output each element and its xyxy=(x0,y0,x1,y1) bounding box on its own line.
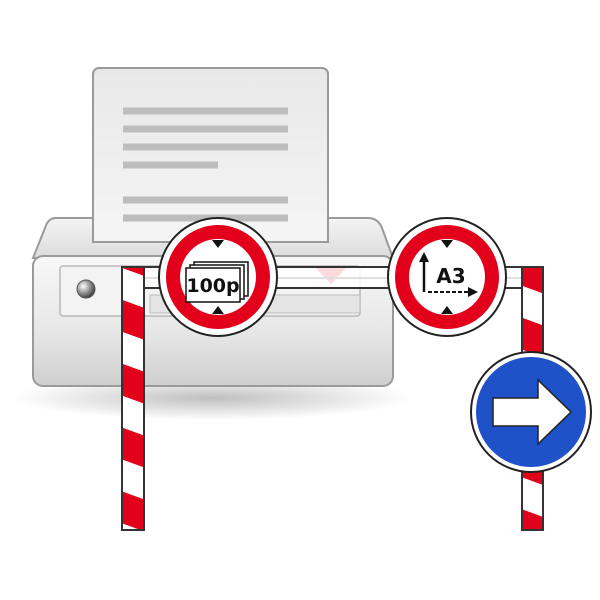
printed-paper xyxy=(92,67,329,259)
printer-top xyxy=(31,217,395,259)
right-arrow-sign-icon xyxy=(470,351,592,473)
paper-text-lines xyxy=(123,107,288,222)
paper-format-limit-sign-icon: A3 xyxy=(387,217,507,337)
page-limit-label: 100p xyxy=(186,275,239,297)
format-limit-label: A3 xyxy=(436,264,465,288)
page-limit-sign-icon: 100p xyxy=(158,217,278,337)
right-arrow-icon xyxy=(492,378,573,446)
power-led xyxy=(76,279,96,299)
